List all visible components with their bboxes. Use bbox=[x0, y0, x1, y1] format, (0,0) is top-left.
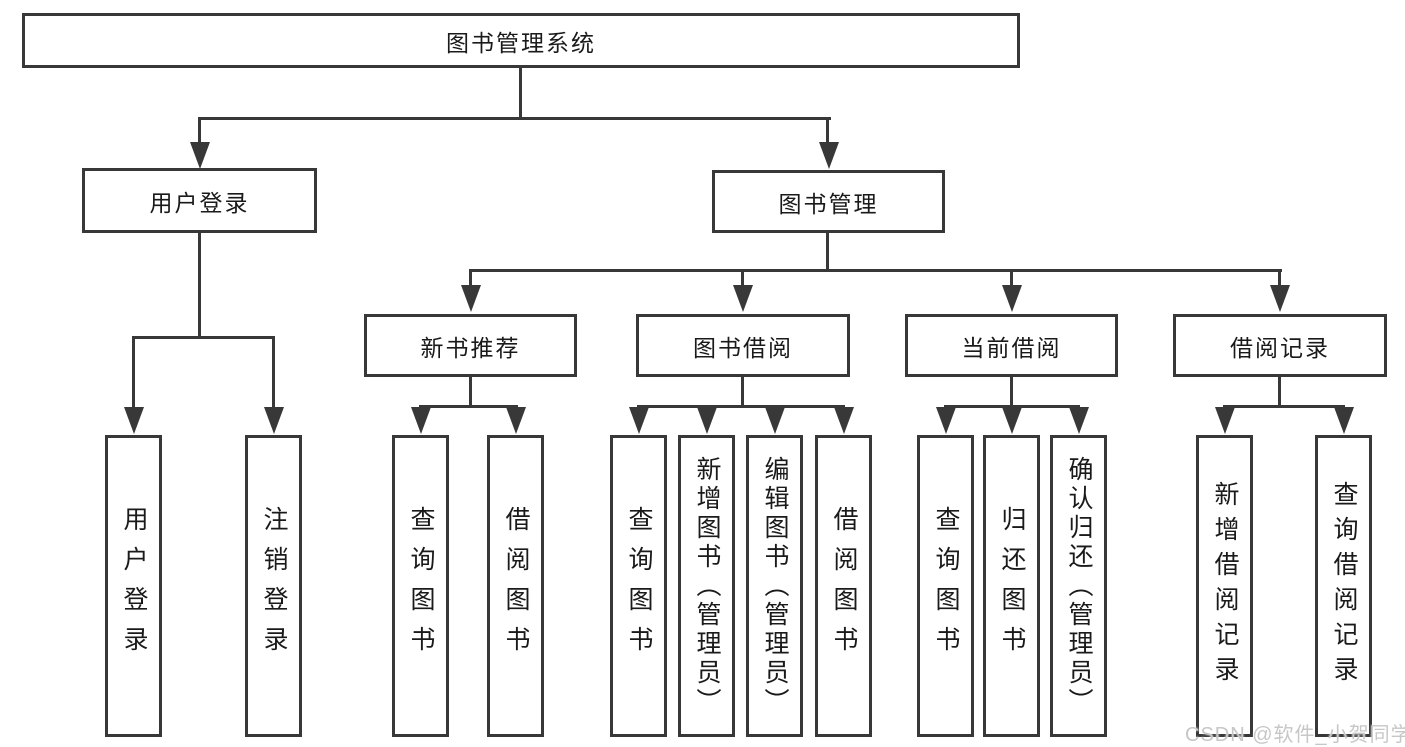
watermark: CSDN @软件_小贺同学 bbox=[1185, 724, 1405, 746]
connector-line bbox=[1010, 377, 1013, 406]
arrowhead-down-icon bbox=[1001, 285, 1022, 312]
connector-line bbox=[741, 271, 744, 286]
connector-line bbox=[469, 377, 472, 406]
leaf-node: 确认归还（管理员） bbox=[1050, 435, 1107, 737]
node-current-borrow-label: 当前借阅 bbox=[961, 334, 1062, 361]
leaf-node-label: 新增图书（管理员） bbox=[693, 455, 721, 717]
leaf-node: 查询借阅记录 bbox=[1315, 435, 1372, 737]
leaf-node-label: 查询图书 bbox=[407, 506, 435, 666]
node-new-book-recommend: 新书推荐 bbox=[364, 314, 577, 377]
connector-line bbox=[198, 117, 831, 120]
leaf-node-label: 用户登录 bbox=[120, 506, 148, 666]
arrowhead-down-icon bbox=[935, 407, 956, 434]
node-new-book-recommend-label: 新书推荐 bbox=[420, 334, 521, 361]
connector-line bbox=[419, 405, 518, 408]
leaf-node: 查询图书 bbox=[917, 435, 974, 737]
node-current-borrow: 当前借阅 bbox=[905, 314, 1118, 377]
node-book-management: 图书管理 bbox=[712, 170, 945, 233]
arrowhead-down-icon bbox=[1269, 285, 1290, 312]
arrowhead-down-icon bbox=[732, 285, 753, 312]
leaf-node-label: 查询借阅记录 bbox=[1330, 481, 1358, 691]
arrowhead-down-icon bbox=[1068, 407, 1089, 434]
arrowhead-down-icon bbox=[460, 285, 481, 312]
leaf-node: 新增图书（管理员） bbox=[678, 435, 735, 737]
connector-line bbox=[519, 68, 522, 117]
leaf-node-label: 新增借阅记录 bbox=[1211, 481, 1239, 691]
leaf-node: 新增借阅记录 bbox=[1196, 435, 1253, 737]
arrowhead-down-icon bbox=[1214, 407, 1235, 434]
leaf-node: 注销登录 bbox=[245, 435, 302, 737]
connector-line bbox=[1278, 271, 1281, 286]
node-root: 图书管理系统 bbox=[22, 13, 1020, 68]
arrowhead-down-icon bbox=[123, 407, 144, 434]
leaf-node: 查询图书 bbox=[610, 435, 667, 737]
leaf-node-label: 借阅图书 bbox=[502, 506, 530, 666]
leaf-node-label: 查询图书 bbox=[625, 506, 653, 666]
connector-line bbox=[1010, 271, 1013, 286]
node-user-login-label: 用户登录 bbox=[149, 189, 250, 216]
arrowhead-down-icon bbox=[696, 407, 717, 434]
leaf-node-label: 查询图书 bbox=[932, 506, 960, 666]
arrowhead-down-icon bbox=[818, 142, 839, 169]
arrowhead-down-icon bbox=[1333, 407, 1354, 434]
connector-line bbox=[944, 405, 1080, 408]
leaf-node-label: 注销登录 bbox=[260, 506, 288, 666]
node-book-borrow: 图书借阅 bbox=[636, 314, 850, 377]
leaf-node: 用户登录 bbox=[105, 435, 162, 737]
connector-line bbox=[198, 233, 201, 336]
node-root-label: 图书管理系统 bbox=[446, 29, 596, 56]
connector-line bbox=[198, 119, 201, 143]
connector-line bbox=[637, 405, 845, 408]
connector-line bbox=[469, 269, 1282, 272]
connector-line bbox=[272, 337, 275, 407]
arrowhead-down-icon bbox=[263, 407, 284, 434]
node-book-management-label: 图书管理 bbox=[778, 190, 879, 217]
arrowhead-down-icon bbox=[628, 407, 649, 434]
arrowhead-down-icon bbox=[505, 407, 526, 434]
connector-line bbox=[826, 119, 829, 143]
connector-line bbox=[1278, 377, 1281, 406]
arrowhead-down-icon bbox=[764, 407, 785, 434]
leaf-node: 归还图书 bbox=[983, 435, 1040, 737]
connector-line bbox=[741, 377, 744, 406]
node-borrow-records: 借阅记录 bbox=[1173, 314, 1387, 377]
connector-line bbox=[1223, 405, 1345, 408]
leaf-node-label: 归还图书 bbox=[998, 506, 1026, 666]
leaf-node: 借阅图书 bbox=[815, 435, 872, 737]
leaf-node: 查询图书 bbox=[392, 435, 449, 737]
leaf-node: 编辑图书（管理员） bbox=[746, 435, 803, 737]
leaf-node-label: 编辑图书（管理员） bbox=[761, 455, 789, 717]
node-book-borrow-label: 图书借阅 bbox=[693, 334, 793, 361]
connector-line bbox=[469, 271, 472, 286]
node-user-login: 用户登录 bbox=[82, 168, 317, 233]
arrowhead-down-icon bbox=[189, 142, 210, 169]
arrowhead-down-icon bbox=[410, 407, 431, 434]
node-borrow-records-label: 借阅记录 bbox=[1230, 334, 1330, 361]
leaf-node-label: 确认归还（管理员） bbox=[1065, 455, 1093, 717]
leaf-node: 借阅图书 bbox=[487, 435, 544, 737]
connector-line bbox=[826, 233, 829, 271]
connector-line bbox=[132, 336, 275, 339]
leaf-node-label: 借阅图书 bbox=[830, 506, 858, 666]
arrowhead-down-icon bbox=[833, 407, 854, 434]
connector-line bbox=[132, 337, 135, 407]
arrowhead-down-icon bbox=[1001, 407, 1022, 434]
